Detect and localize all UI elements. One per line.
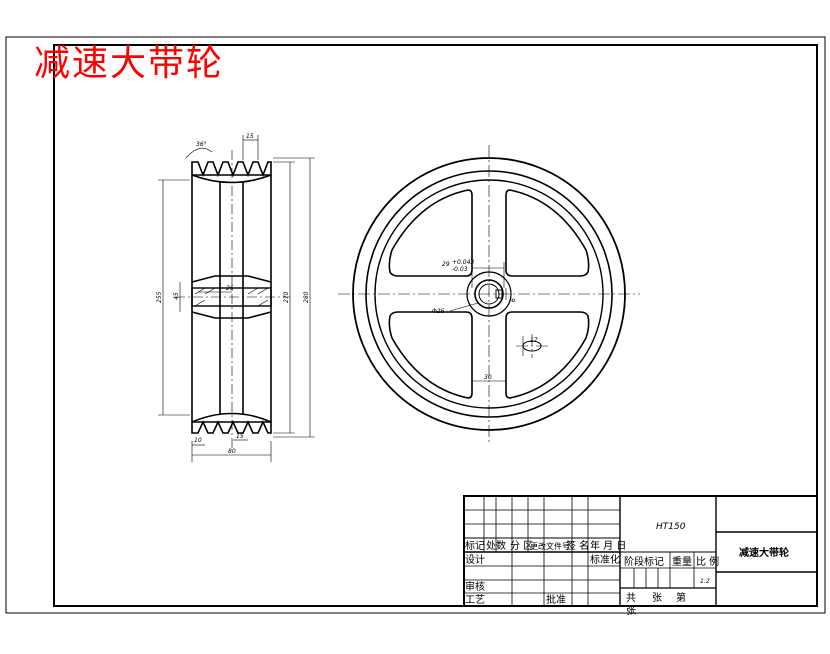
part-name-label: 减速大带轮: [739, 546, 789, 559]
drawing-title-overlay: 减速大带轮: [34, 43, 224, 84]
design-label: 设计: [465, 553, 485, 566]
dim-groove-pitch: 15: [246, 133, 254, 140]
dim-spoke-height: 17: [530, 337, 538, 344]
top-groove-profile: [191, 161, 272, 178]
rev-header-zone: 分 区: [510, 540, 533, 552]
web-opening-bottom-left: [388, 311, 473, 399]
dim-edge-left: 10: [194, 437, 202, 444]
scale-value: 1:2: [700, 578, 710, 585]
approve-label: 批准: [546, 593, 566, 606]
web-opening-bottom-right: [505, 311, 590, 399]
rev-header-date: 年 月 日: [590, 539, 626, 552]
web-opening-top-left: [388, 189, 473, 277]
hub-top: [191, 275, 272, 283]
bottom-rim-curve: [191, 412, 272, 423]
rev-header-mark: 标记: [465, 540, 485, 552]
dim-bore: 26: [226, 285, 234, 292]
dim-hub-dia: 45: [173, 292, 180, 300]
stage-mark-label: 阶段标记: [624, 555, 664, 568]
process-label: 工艺: [465, 594, 485, 606]
dim-groove-angle: 36°: [196, 141, 207, 148]
side-view-dim-text: 36° 15 10 15 80 26 255 45 270 280: [156, 133, 310, 455]
top-rim-curve: [191, 174, 272, 184]
dim-outer-dia-a: 255: [156, 291, 163, 303]
side-view-hatch: [194, 287, 269, 307]
title-block: [463, 495, 818, 607]
web-opening-top-right: [505, 189, 590, 277]
inner-frame: [53, 44, 818, 607]
front-view-centerlines: [338, 145, 640, 443]
hub-bottom: [191, 311, 272, 319]
dim-hub-right: 6: [510, 298, 517, 302]
dim-total-width: 80: [228, 448, 236, 455]
front-view-dim-text: 29 +0.043 -0.03 Φ26 6 30 17: [432, 259, 538, 381]
rev-header-count: 处数: [486, 539, 506, 552]
rev-header-docno: 更改文件号: [530, 541, 570, 551]
scale-title-label: 比 例: [696, 555, 719, 568]
bottom-groove-profile: [191, 420, 272, 434]
rev-header-sign: 签 名: [566, 539, 589, 552]
dim-keyway-tol-upper: +0.043: [452, 259, 474, 266]
outer-frame: [5, 36, 826, 614]
dim-groove-pitch-bottom: 15: [236, 433, 244, 440]
sheet-no-label: 第: [676, 591, 686, 604]
side-view-dimensions: [158, 135, 315, 462]
title-block-text: HT150 减速大带轮 标记 处数 分 区 更改文件号 签 名 年 月 日 设计…: [465, 522, 789, 617]
side-view-centerlines: [175, 150, 290, 450]
dim-bore-label: Φ26: [432, 308, 445, 315]
dim-outer-dia-c: 280: [303, 291, 310, 303]
total-label: 共: [626, 592, 636, 604]
material-label: HT150: [656, 522, 686, 532]
dim-keyway-depth: 29: [442, 261, 450, 268]
check-label: 审核: [465, 580, 485, 593]
dim-keyway-tol-lower: -0.03: [452, 266, 468, 273]
front-view-dimensions: [449, 262, 524, 390]
side-view: [191, 161, 272, 434]
dim-spoke-thk: 30: [484, 374, 492, 381]
sheets-label: 张: [652, 592, 662, 604]
weight-label: 重量: [672, 555, 692, 568]
dim-outer-dia-b: 270: [283, 291, 290, 303]
std-label: 标准化: [590, 553, 620, 566]
sheet-unit-label: 张: [626, 605, 636, 617]
